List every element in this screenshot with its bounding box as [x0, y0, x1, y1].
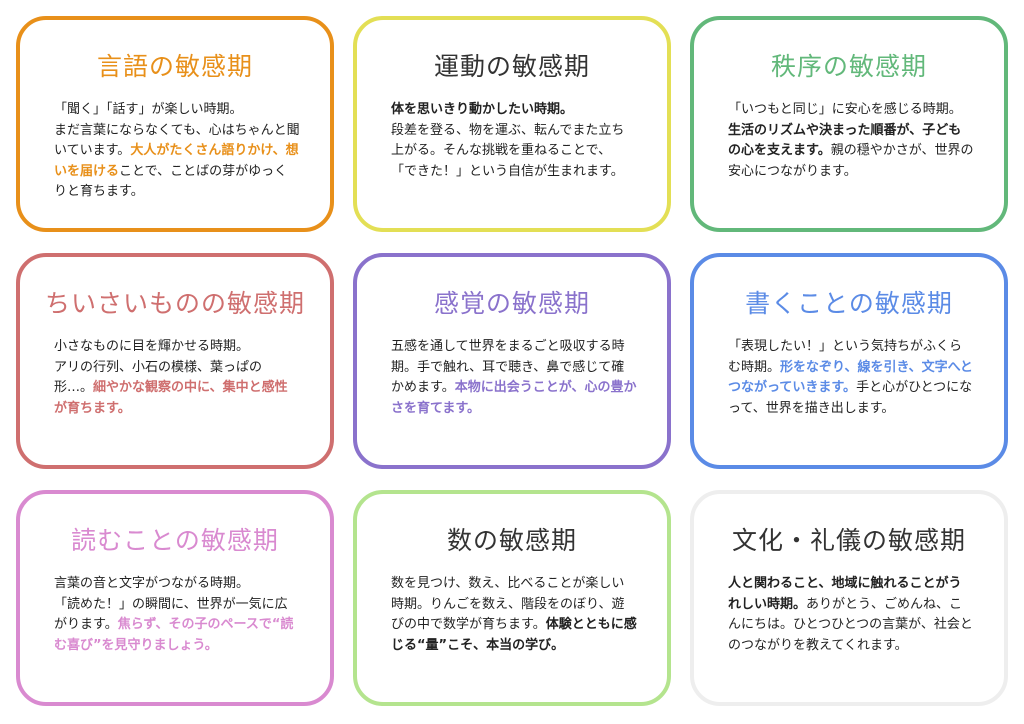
card-title: 秩序の敏感期: [770, 52, 927, 81]
period-card: 言語の敏感期「聞く」「話す」が楽しい時期。 まだ言葉にならなくても、心はちゃんと…: [16, 16, 334, 232]
card-title: 数の敏感期: [446, 526, 577, 555]
body-text: 段差を登る、物を運ぶ、転んでまた立ち上がる。そんな挑戦を重ねることで、 「できた…: [391, 122, 625, 179]
body-text: 言葉の音と文字がつながる時期。 「読めた！」の瞬間に、世界が一気に広がります。: [54, 576, 288, 632]
bold-text: 体験とともに感じる“量”こそ、本当の学び。: [391, 617, 637, 653]
body-text: 数を見つけ、数え、比べることが楽しい時期。りんごを数え、階段をのぼり、遊びの中で…: [391, 576, 625, 632]
highlight-text: 形をなぞり、線を引き、文字へとつながっていきます。: [728, 359, 973, 396]
highlight-text: 本物に出会うことが、心の豊かさを育てます。: [391, 380, 637, 416]
body-text: 手と心がひとつになって、世界を描き出します。: [728, 380, 973, 416]
body-text: ことで、ことばの芽がゆっくりと育ちます。: [54, 163, 288, 200]
highlight-text: 細やかな観察の中に、集中と感性が育ちます。: [54, 380, 288, 416]
body-text: 親の穏やかさが、世界の安心につながります。: [728, 143, 974, 179]
card-body: 五感を通して世界をまるごと吸収する時期。手で触れ、耳で聴き、鼻で感じて確かめます…: [391, 337, 637, 419]
card-title: 書くことの敏感期: [745, 289, 953, 318]
card-title: 感覚の敏感期: [433, 289, 590, 318]
card-title: 運動の敏感期: [433, 52, 590, 81]
period-card: 読むことの敏感期言葉の音と文字がつながる時期。 「読めた！」の瞬間に、世界が一気…: [16, 490, 334, 706]
body-text: 五感を通して世界をまるごと吸収する時期。手で触れ、耳で聴き、鼻で感じて確かめます…: [391, 339, 625, 395]
body-text: 「いつもと同じ」に安心を感じる時期。: [728, 102, 962, 117]
card-body: 「表現したい！」という気持ちがふくらむ時期。形をなぞり、線を引き、文字へとつなが…: [728, 337, 974, 419]
card-body: 人と関わること、地域に触れることがうれしい時期。ありがとう、ごめんね、こんにちは…: [728, 574, 974, 656]
body-text: 小さなものに目を輝かせる時期。 アリの行列、小石の模様、葉っぱの形…。: [54, 339, 263, 395]
period-card: 数の敏感期数を見つけ、数え、比べることが楽しい時期。りんごを数え、階段をのぼり、…: [353, 490, 671, 706]
period-card: 文化・礼儀の敏感期人と関わること、地域に触れることがうれしい時期。ありがとう、ご…: [690, 490, 1008, 706]
card-body: 「聞く」「話す」が楽しい時期。 まだ言葉にならなくても、心はちゃんと聞いています…: [54, 100, 300, 203]
bold-text: 人と関わること、地域に触れることがうれしい時期。: [728, 576, 962, 612]
period-card: 書くことの敏感期「表現したい！」という気持ちがふくらむ時期。形をなぞり、線を引き…: [690, 253, 1008, 469]
card-title: 文化・礼儀の敏感期: [731, 526, 966, 555]
card-body: 「いつもと同じ」に安心を感じる時期。 生活のリズムや決まった順番が、子どもの心を…: [728, 100, 974, 182]
card-title: ちいさいものの敏感期: [44, 289, 305, 318]
body-text: 「聞く」「話す」が楽しい時期。 まだ言葉にならなくても、心はちゃんと聞いています…: [54, 102, 300, 158]
card-body: 言葉の音と文字がつながる時期。 「読めた！」の瞬間に、世界が一気に広がります。焦…: [54, 574, 300, 656]
period-card: 運動の敏感期体を思いきり動かしたい時期。 段差を登る、物を運ぶ、転んでまた立ち上…: [353, 16, 671, 232]
period-card: ちいさいものの敏感期小さなものに目を輝かせる時期。 アリの行列、小石の模様、葉っ…: [16, 253, 334, 469]
card-body: 数を見つけ、数え、比べることが楽しい時期。りんごを数え、階段をのぼり、遊びの中で…: [391, 574, 637, 656]
period-card: 感覚の敏感期五感を通して世界をまるごと吸収する時期。手で触れ、耳で聴き、鼻で感じ…: [353, 253, 671, 469]
card-body: 体を思いきり動かしたい時期。 段差を登る、物を運ぶ、転んでまた立ち上がる。そんな…: [391, 100, 637, 182]
card-title: 言語の敏感期: [96, 52, 253, 81]
highlight-text: 焦らず、その子のペースで“読む喜び”を見守りましょう。: [54, 617, 294, 653]
body-text: 「表現したい！」という気持ちがふくらむ時期。: [728, 339, 963, 375]
sensitive-periods-grid: 言語の敏感期「聞く」「話す」が楽しい時期。 まだ言葉にならなくても、心はちゃんと…: [16, 16, 1008, 706]
highlight-text: 大人がたくさん語りかけ、想いを届ける: [54, 143, 299, 179]
body-text: ありがとう、ごめんね、こんにちは。ひとつひとつの言葉が、社会とのつながりを教えて…: [728, 596, 973, 653]
period-card: 秩序の敏感期「いつもと同じ」に安心を感じる時期。 生活のリズムや決まった順番が、…: [690, 16, 1008, 232]
bold-text: 生活のリズムや決まった順番が、子どもの心を支えます。: [728, 122, 962, 159]
bold-text: 体を思いきり動かしたい時期。: [391, 102, 574, 117]
card-body: 小さなものに目を輝かせる時期。 アリの行列、小石の模様、葉っぱの形…。細やかな観…: [54, 337, 300, 419]
card-title: 読むことの敏感期: [71, 526, 279, 555]
